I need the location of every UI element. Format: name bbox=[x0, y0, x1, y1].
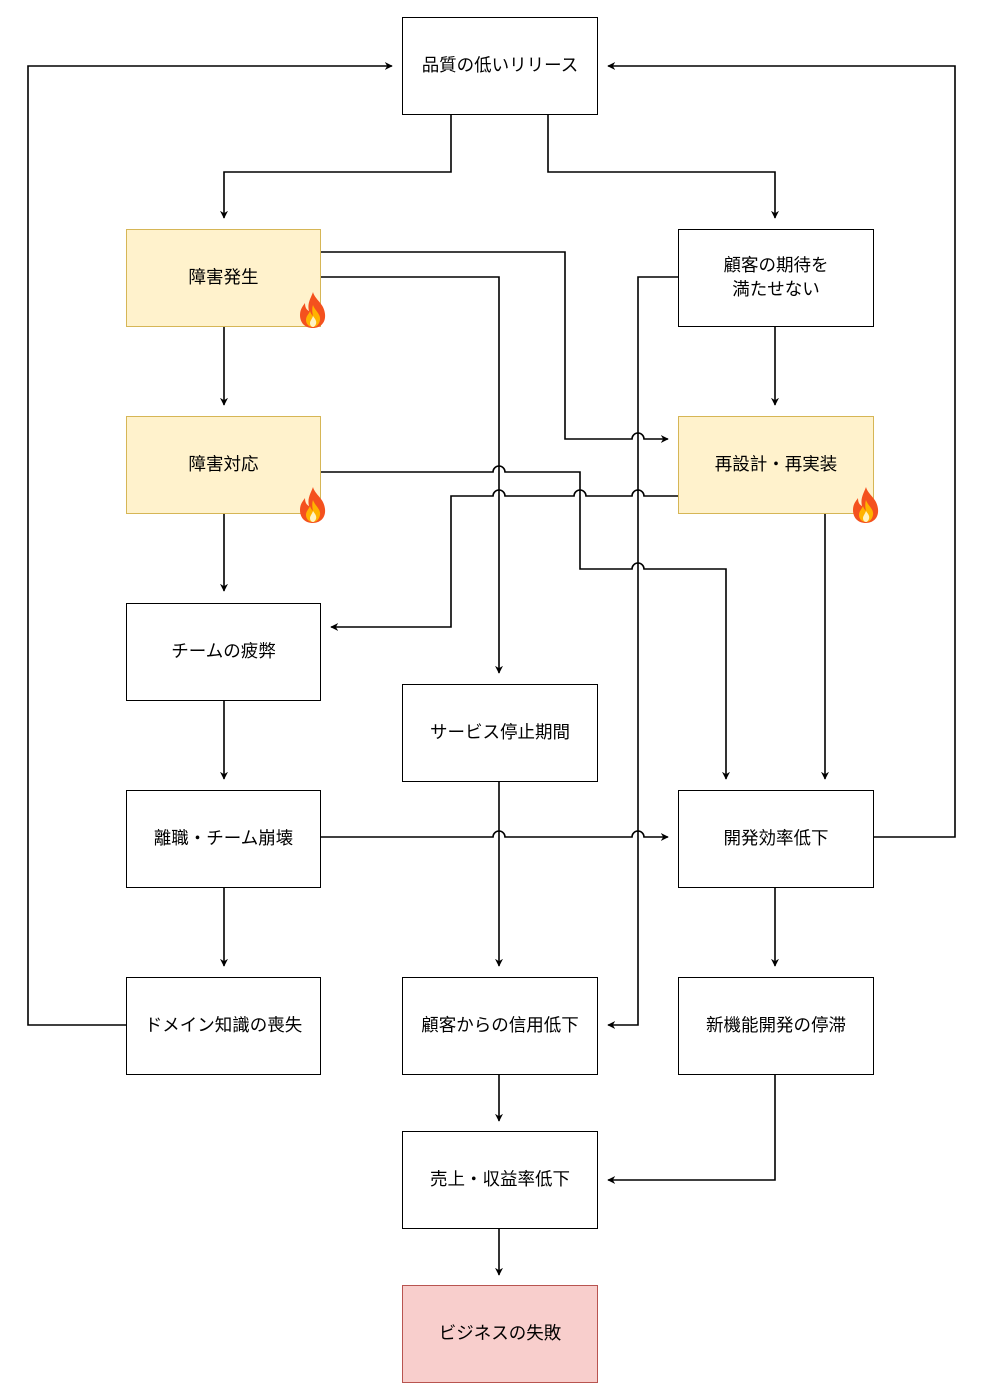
edge-release-to-incident bbox=[220, 115, 452, 219]
edge-redesign-to-fatigue bbox=[330, 489, 678, 631]
node-customer-expectation[interactable]: 顧客の期待を 満たせない bbox=[678, 229, 874, 327]
fire-icon bbox=[853, 487, 879, 523]
node-team-fatigue[interactable]: チームの疲弊 bbox=[126, 603, 321, 701]
edge-efficiency-to-release bbox=[607, 62, 956, 838]
node-business-failure[interactable]: ビジネスの失敗 bbox=[402, 1285, 598, 1383]
node-low-quality-release[interactable]: 品質の低いリリース bbox=[402, 17, 598, 115]
fire-icon bbox=[300, 292, 326, 328]
edge-expectation-to-trust bbox=[607, 276, 678, 1029]
edge-stagnation-to-revenue bbox=[607, 1075, 776, 1184]
node-incident[interactable]: 障害発生 bbox=[126, 229, 321, 327]
edge-incident-to-downtime bbox=[321, 276, 503, 674]
node-revenue-drop[interactable]: 売上・収益率低下 bbox=[402, 1131, 598, 1229]
node-dev-efficiency-drop[interactable]: 開発効率低下 bbox=[678, 790, 874, 888]
node-feature-stagnation[interactable]: 新機能開発の停滞 bbox=[678, 977, 874, 1075]
fire-icon bbox=[300, 487, 326, 523]
node-domain-knowledge-loss[interactable]: ドメイン知識の喪失 bbox=[126, 977, 321, 1075]
node-service-downtime[interactable]: サービス停止期間 bbox=[402, 684, 598, 782]
node-incident-response[interactable]: 障害対応 bbox=[126, 416, 321, 514]
edge-response-to-efficiency bbox=[321, 465, 730, 780]
edge-turnover-to-efficiency bbox=[321, 830, 669, 841]
edge-knowledge-to-release bbox=[27, 62, 393, 1026]
node-redesign[interactable]: 再設計・再実装 bbox=[678, 416, 874, 514]
edge-incident-to-redesign bbox=[321, 251, 669, 443]
edge-release-to-expectation bbox=[547, 115, 779, 219]
node-customer-trust-drop[interactable]: 顧客からの信用低下 bbox=[402, 977, 598, 1075]
node-turnover[interactable]: 離職・チーム崩壊 bbox=[126, 790, 321, 888]
